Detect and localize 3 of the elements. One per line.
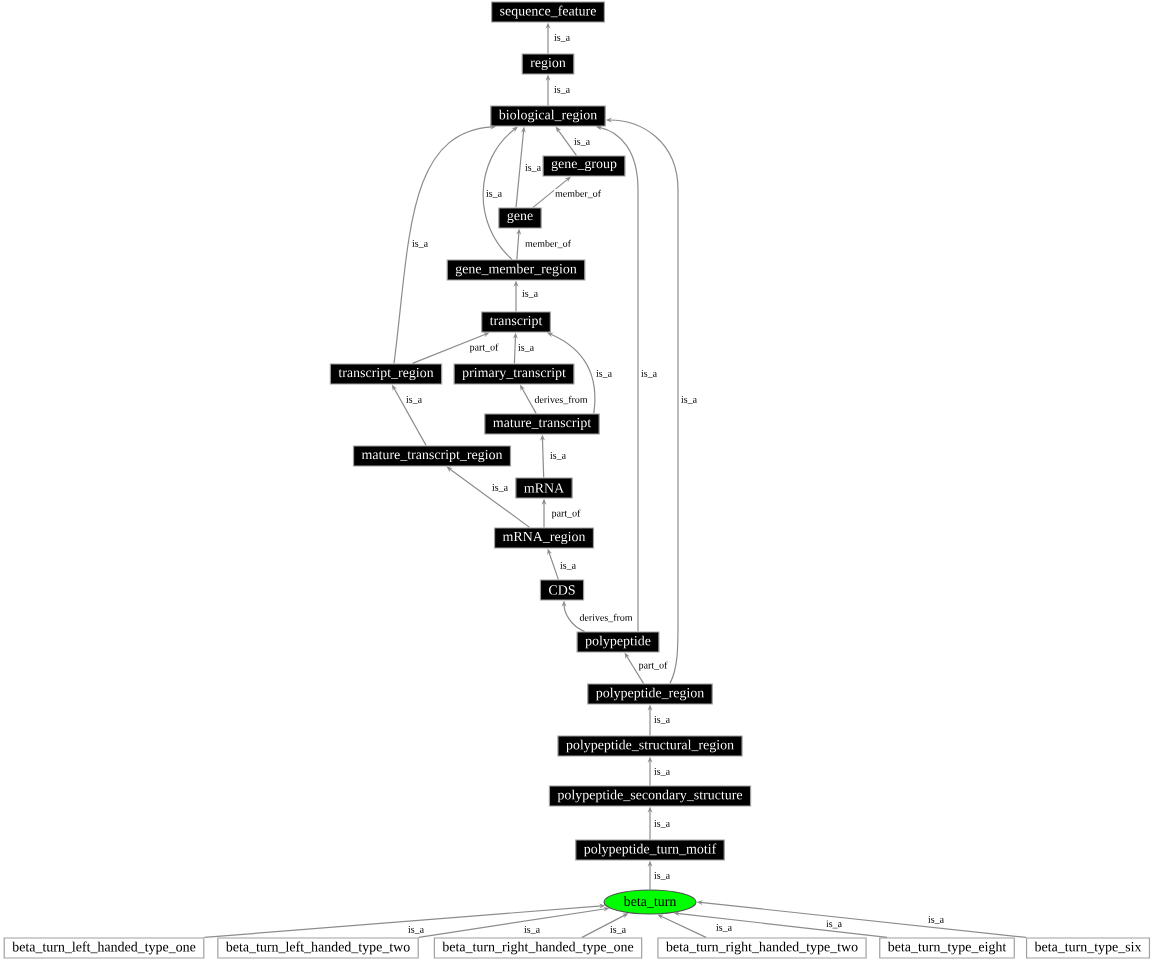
arrow [532, 176, 571, 208]
arrow [657, 914, 707, 938]
arrow [482, 126, 518, 260]
